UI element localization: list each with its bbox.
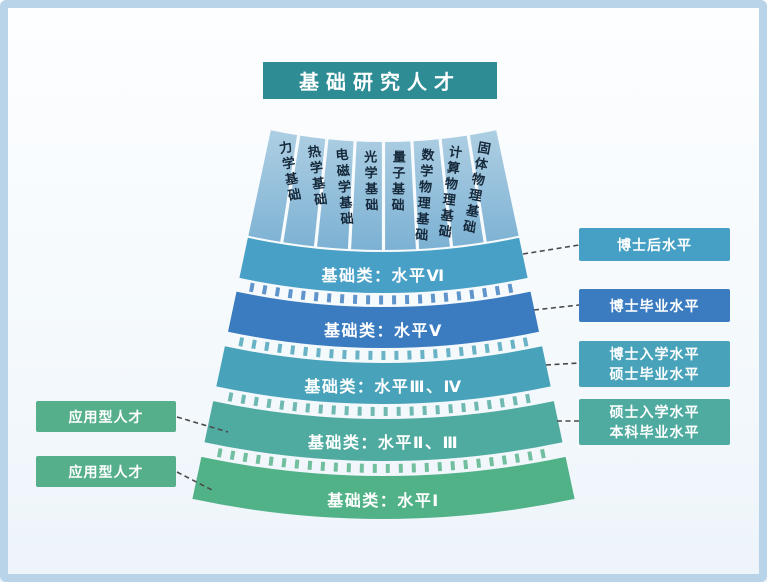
label-applied-talent-1: 应用型人才 [36, 401, 176, 432]
label-phd-graduate-level: 博士毕业水平 [579, 289, 730, 322]
connector-lines [176, 244, 580, 491]
fan-column-label-quantum: 量子基础 [389, 149, 406, 215]
band-gap-ticks [216, 282, 551, 473]
label-postdoc-level: 博士后水平 [579, 228, 730, 261]
label-text: 硕士毕业水平 [609, 366, 700, 382]
band-level-1-label: 基础类：水平Ⅰ [327, 493, 440, 510]
band-level-6 [239, 237, 528, 294]
title-basic-research-talent: 基础研究人才 [263, 62, 497, 99]
band-level-5 [228, 291, 539, 349]
band-level-6-label: 基础类：水平Ⅵ [321, 268, 446, 285]
label-text: 应用型人才 [68, 463, 144, 480]
band-level-2-3 [204, 401, 563, 462]
label-text: 博士入学水平 [609, 346, 700, 362]
label-phd-entry-master-graduate-level: 博士入学水平 硕士毕业水平 [579, 341, 730, 387]
label-master-entry-bachelor-graduate-level: 硕士入学水平 本科毕业水平 [579, 399, 730, 445]
column-dividers [279, 133, 488, 252]
band-level-1 [192, 456, 575, 519]
label-text: 博士后水平 [617, 236, 692, 253]
label-text: 本科毕业水平 [609, 424, 700, 440]
label-text: 应用型人才 [68, 408, 144, 425]
band-level-5-label: 基础类：水平Ⅴ [324, 323, 443, 340]
label-applied-talent-2: 应用型人才 [36, 456, 176, 487]
band-level-3-4 [216, 346, 551, 404]
fan-column-label-optics: 光学基础 [362, 149, 379, 215]
label-text: 硕士入学水平 [609, 404, 700, 420]
label-text: 博士毕业水平 [609, 297, 700, 314]
band-level-3-4-label: 基础类：水平Ⅲ、Ⅳ [304, 379, 463, 396]
band-level-2-3-label: 基础类：水平Ⅱ、Ⅲ [307, 435, 460, 452]
